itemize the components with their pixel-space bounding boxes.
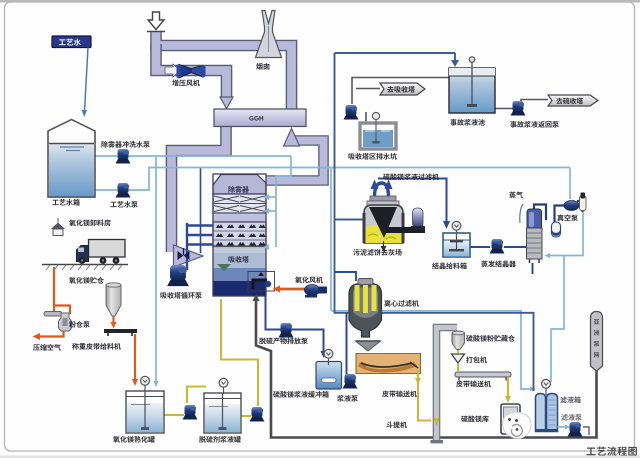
svg-text:GGH: GGH xyxy=(249,116,264,123)
